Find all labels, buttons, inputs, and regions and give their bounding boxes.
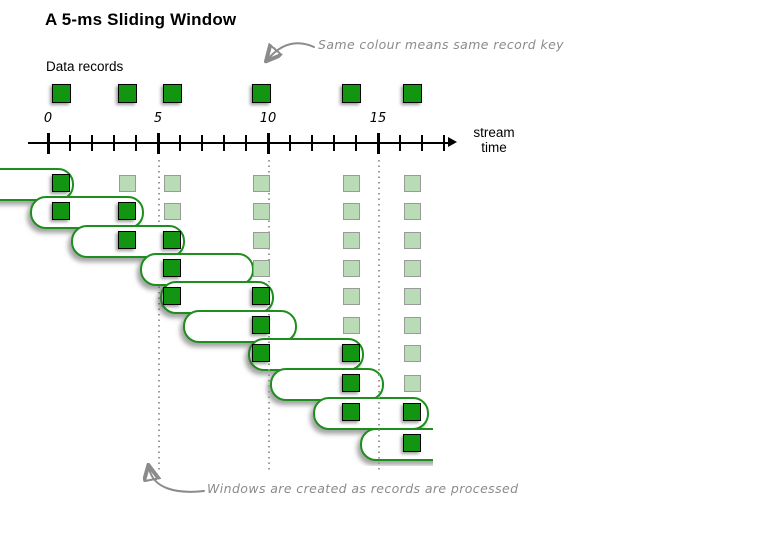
dotted-guide-line bbox=[378, 160, 380, 471]
future-record-square bbox=[163, 203, 181, 220]
future-record-square bbox=[342, 175, 360, 192]
future-record-square bbox=[342, 317, 360, 334]
window-record-square bbox=[163, 259, 181, 277]
future-record-square bbox=[252, 175, 270, 192]
axis-minor-tick bbox=[245, 135, 247, 151]
window-record-square bbox=[342, 344, 360, 362]
window-record-square bbox=[252, 316, 270, 334]
sliding-window bbox=[360, 428, 433, 461]
dotted-guide-line bbox=[158, 160, 160, 471]
axis-minor-tick bbox=[135, 135, 137, 151]
window-record-square bbox=[163, 231, 181, 249]
axis-major-tick bbox=[156, 133, 160, 154]
window-record-square bbox=[252, 287, 270, 305]
window-record-square bbox=[163, 287, 181, 305]
sliding-window bbox=[183, 310, 297, 343]
windows-created-annotation: Windows are created as records are proce… bbox=[207, 481, 519, 496]
axis-minor-tick bbox=[223, 135, 225, 151]
axis-tick-label: 5 bbox=[153, 111, 163, 126]
future-record-square bbox=[403, 345, 421, 362]
future-record-square bbox=[252, 203, 270, 220]
data-records-label: Data records bbox=[46, 59, 124, 74]
future-record-square bbox=[342, 232, 360, 249]
axis-minor-tick bbox=[421, 135, 423, 151]
axis-minor-tick bbox=[179, 135, 181, 151]
axis-minor-tick bbox=[113, 135, 115, 151]
bottom-annotation-arrow-icon bbox=[149, 468, 205, 493]
axis-major-tick bbox=[376, 133, 380, 154]
window-record-square bbox=[252, 344, 270, 362]
future-record-square bbox=[252, 260, 270, 277]
dotted-guide-line bbox=[268, 160, 270, 471]
stream-time-label: stream time bbox=[459, 125, 529, 155]
future-record-square bbox=[118, 175, 136, 192]
record-square bbox=[402, 84, 422, 103]
future-record-square bbox=[403, 232, 421, 249]
record-square bbox=[162, 84, 182, 103]
window-record-square bbox=[342, 374, 360, 392]
axis-major-tick bbox=[266, 133, 270, 154]
axis-minor-tick bbox=[201, 135, 203, 151]
same-colour-annotation: Same colour means same record key bbox=[318, 37, 564, 52]
future-record-square bbox=[252, 232, 270, 249]
axis-minor-tick bbox=[443, 135, 445, 151]
window-record-square bbox=[403, 403, 421, 421]
future-record-square bbox=[342, 203, 360, 220]
future-record-square bbox=[403, 203, 421, 220]
window-record-square bbox=[118, 231, 136, 249]
stream-time-axis bbox=[28, 142, 450, 144]
axis-minor-tick bbox=[355, 135, 357, 151]
axis-minor-tick bbox=[289, 135, 291, 151]
future-record-square bbox=[403, 260, 421, 277]
window-record-square bbox=[342, 403, 360, 421]
axis-minor-tick bbox=[399, 135, 401, 151]
axis-arrowhead-icon bbox=[448, 137, 457, 147]
axis-tick-label: 15 bbox=[369, 111, 387, 126]
axis-tick-label: 0 bbox=[43, 111, 53, 126]
future-record-square bbox=[342, 260, 360, 277]
axis-tick-label: 10 bbox=[259, 111, 277, 126]
axis-minor-tick bbox=[91, 135, 93, 151]
record-square bbox=[341, 84, 361, 103]
future-record-square bbox=[403, 317, 421, 334]
stream-time-line1: stream bbox=[473, 125, 515, 140]
sliding-window bbox=[140, 253, 254, 286]
window-record-square bbox=[118, 202, 136, 220]
axis-minor-tick bbox=[311, 135, 313, 151]
future-record-square bbox=[163, 175, 181, 192]
window-record-square bbox=[52, 174, 70, 192]
future-record-square bbox=[403, 288, 421, 305]
future-record-square bbox=[342, 288, 360, 305]
axis-major-tick bbox=[46, 133, 50, 154]
record-square bbox=[251, 84, 271, 103]
record-square bbox=[51, 84, 71, 103]
window-record-square bbox=[403, 434, 421, 452]
future-record-square bbox=[403, 375, 421, 392]
axis-minor-tick bbox=[333, 135, 335, 151]
top-annotation-arrow-icon bbox=[268, 42, 315, 59]
page-title: A 5-ms Sliding Window bbox=[45, 10, 237, 29]
stream-time-line2: time bbox=[481, 140, 507, 155]
window-record-square bbox=[52, 202, 70, 220]
axis-minor-tick bbox=[69, 135, 71, 151]
record-square bbox=[117, 84, 137, 103]
future-record-square bbox=[403, 175, 421, 192]
